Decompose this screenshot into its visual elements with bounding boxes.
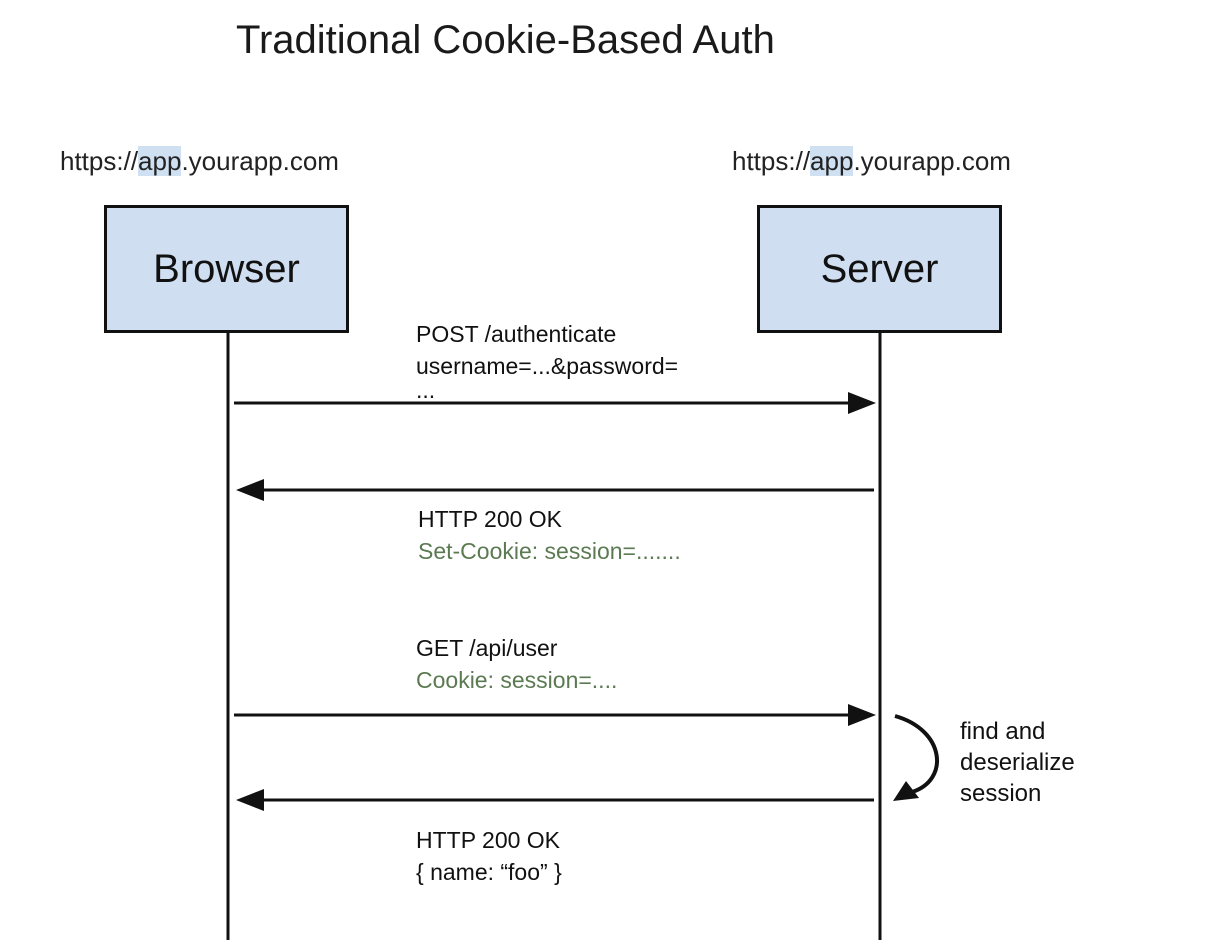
diagram-title: Traditional Cookie-Based Auth <box>236 18 775 62</box>
message-post-authenticate: POST /authenticate username=...&password… <box>416 318 678 406</box>
message-get-api-user: GET /api/user Cookie: session=.... <box>416 632 617 696</box>
browser-url-prefix: https:// <box>60 146 139 176</box>
browser-label: Browser <box>153 246 300 291</box>
server-note-line-1: find and <box>960 718 1046 745</box>
server-url: https://app.yourapp.com <box>732 146 1011 177</box>
message-4-line-1: HTTP 200 OK <box>416 827 561 853</box>
message-1-line-1: POST /authenticate <box>416 321 617 347</box>
message-2-line-2: Set-Cookie: session=....... <box>418 538 681 564</box>
browser-url-suffix: .yourapp.com <box>181 146 339 176</box>
server-label: Server <box>820 246 939 291</box>
server-box: Server <box>757 205 1002 333</box>
browser-box: Browser <box>104 205 349 333</box>
arrowhead-http-200-user <box>236 789 264 811</box>
server-url-highlight: app <box>810 146 854 176</box>
arrowhead-http-200-set-cookie <box>236 479 264 501</box>
message-http-200-user: HTTP 200 OK { name: “foo” } <box>416 824 562 888</box>
message-http-200-set-cookie: HTTP 200 OK Set-Cookie: session=....... <box>418 503 681 567</box>
message-1-line-3: ... <box>416 377 436 403</box>
server-url-prefix: https:// <box>732 146 811 176</box>
server-process-note: find and deserialize session <box>960 716 1075 809</box>
arrowhead-post-authenticate <box>848 392 876 414</box>
message-1-line-2: username=...&password= <box>416 353 679 379</box>
message-4-line-2: { name: “foo” } <box>416 859 562 885</box>
message-3-line-2: Cookie: session=.... <box>416 667 618 693</box>
message-2-line-1: HTTP 200 OK <box>418 506 563 532</box>
message-3-line-1: GET /api/user <box>416 635 558 661</box>
browser-url-highlight: app <box>138 146 182 176</box>
self-process-arc <box>894 714 939 794</box>
server-url-suffix: .yourapp.com <box>853 146 1011 176</box>
server-note-line-3: session <box>960 780 1042 807</box>
arrowhead-get-api-user <box>848 704 876 726</box>
server-note-line-2: deserialize <box>960 749 1075 776</box>
browser-url: https://app.yourapp.com <box>60 146 339 177</box>
self-process-arrowhead <box>893 781 919 801</box>
